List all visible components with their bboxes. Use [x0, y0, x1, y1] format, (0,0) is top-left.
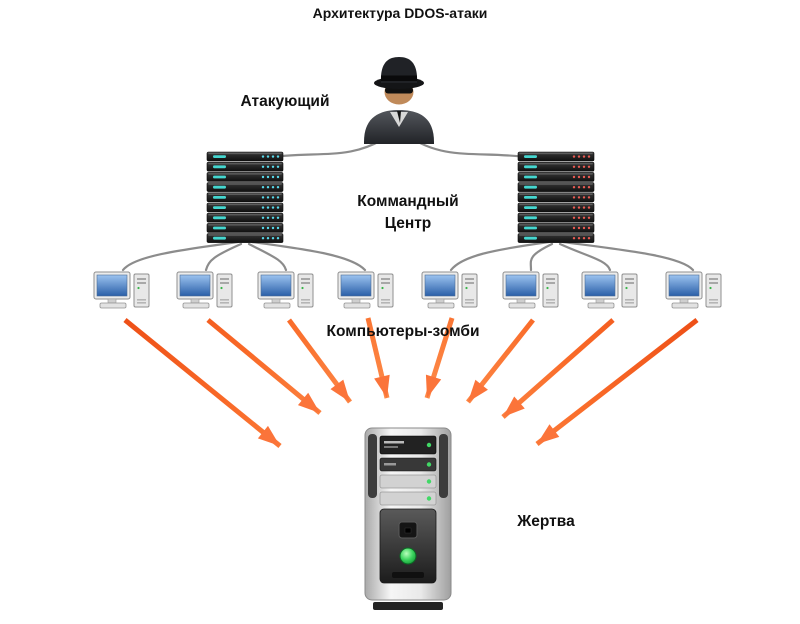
- attack-arrow: [206, 318, 322, 415]
- connector-line: [250, 240, 367, 272]
- attack-arrow: [466, 318, 535, 404]
- attack-arrow: [535, 318, 699, 446]
- connector-line: [247, 242, 288, 272]
- command-center-label-line2: Центр: [385, 215, 432, 232]
- attack-arrow: [365, 317, 390, 399]
- diagram-title: Архитектура DDOS-атаки: [313, 5, 488, 21]
- zombie-computer-icon: [176, 271, 233, 309]
- zombie-computer-icon: [421, 271, 478, 309]
- zombie-computer-icon: [93, 271, 150, 309]
- zombie-computer-icon: [665, 271, 722, 309]
- attack-arrow: [286, 318, 353, 404]
- connector-line: [558, 242, 612, 272]
- connector-line: [561, 240, 695, 272]
- zombies-label: Компьютеры-зомби: [327, 323, 480, 340]
- attacker-icon: [364, 57, 434, 144]
- connector-line: [529, 242, 554, 272]
- victim-label: Жертва: [516, 513, 575, 530]
- connector-line: [449, 240, 551, 272]
- attack-arrows: [123, 317, 699, 448]
- server-rack-right-icon: [517, 151, 595, 243]
- zombie-computers-row: [93, 271, 722, 309]
- command-center-racks: [206, 151, 595, 243]
- server-rack-left-icon: [206, 151, 284, 243]
- zombie-computer-icon: [257, 271, 314, 309]
- attack-arrow: [501, 318, 615, 419]
- victim-server-icon: [364, 427, 452, 610]
- zombie-computer-icon: [502, 271, 559, 309]
- connector-line: [204, 242, 243, 272]
- attacker-label: Атакующий: [241, 93, 330, 110]
- connector-line: [121, 240, 240, 272]
- command-center-label-line1: Коммандный: [357, 193, 458, 210]
- zombie-computer-icon: [337, 271, 394, 309]
- attack-arrow: [123, 318, 282, 448]
- attack-arrow: [424, 317, 455, 399]
- zombie-computer-icon: [581, 271, 638, 309]
